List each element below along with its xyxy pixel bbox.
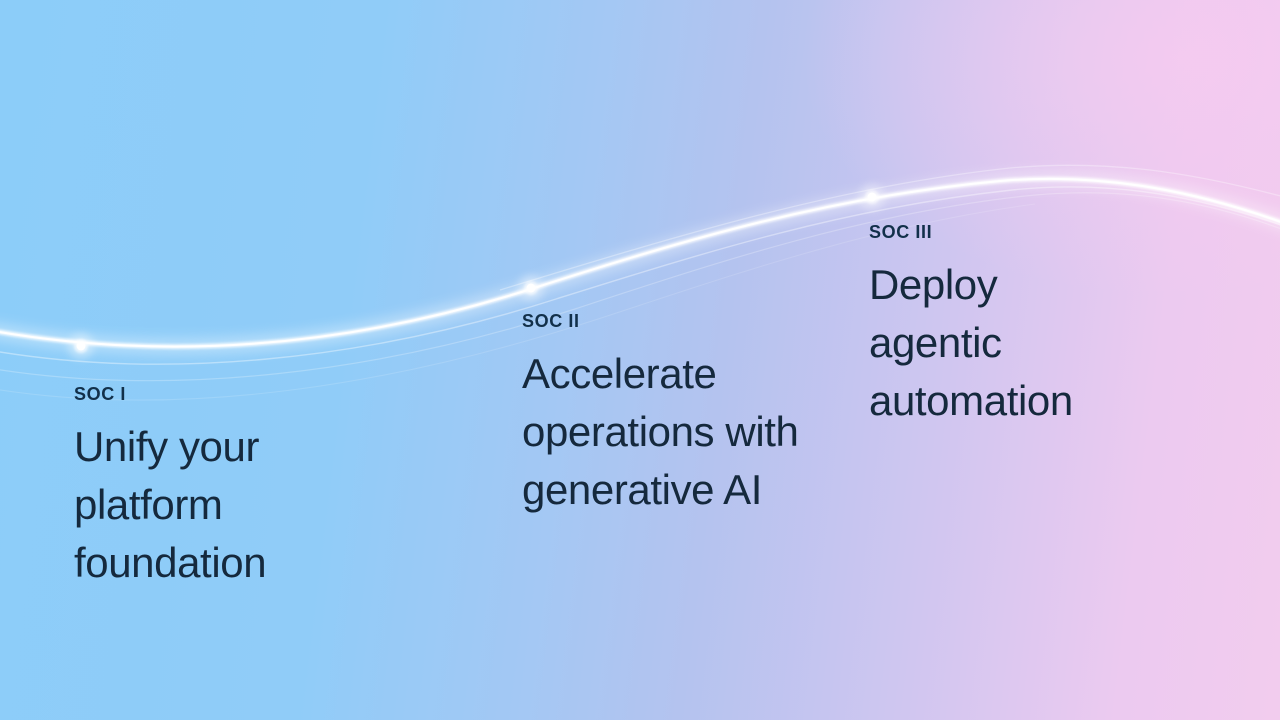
main-curve [0, 170, 1280, 355]
milestone-soc1-title-line3: foundation [74, 539, 267, 586]
milestone-soc2: SOC II Accelerate operations with genera… [522, 312, 799, 519]
milestone-soc3-title-line2: agentic [869, 319, 1002, 366]
milestone-soc3-title-line1: Deploy [869, 261, 998, 308]
milestone-soc1: SOC I Unify your platform foundation [74, 384, 267, 592]
milestone-dots [68, 184, 885, 359]
milestone-dot-soc2 [518, 275, 544, 301]
milestone-soc2-title-line1: Accelerate [522, 350, 717, 397]
milestone-soc2-title-line2: operations with [522, 408, 799, 455]
milestone-soc1-label: SOC I [74, 384, 127, 404]
milestone-soc3-label: SOC III [869, 222, 933, 242]
milestone-soc3-title: Deploy agentic automation [869, 256, 1073, 430]
milestone-soc1-title: Unify your platform foundation [74, 418, 267, 592]
milestone-soc2-title-line3: generative AI [522, 466, 762, 513]
milestone-soc3: SOC III Deploy agentic automation [869, 223, 1073, 430]
milestone-dot-soc3 [859, 184, 885, 210]
milestone-soc3-title-line3: automation [869, 377, 1073, 424]
milestone-soc2-title: Accelerate operations with generative AI [522, 345, 799, 519]
milestone-soc1-title-line2: platform [74, 481, 223, 528]
milestone-soc1-title-line1: Unify your [74, 423, 260, 470]
milestone-dot-soc1 [68, 333, 94, 359]
milestone-soc2-label: SOC II [522, 311, 580, 331]
